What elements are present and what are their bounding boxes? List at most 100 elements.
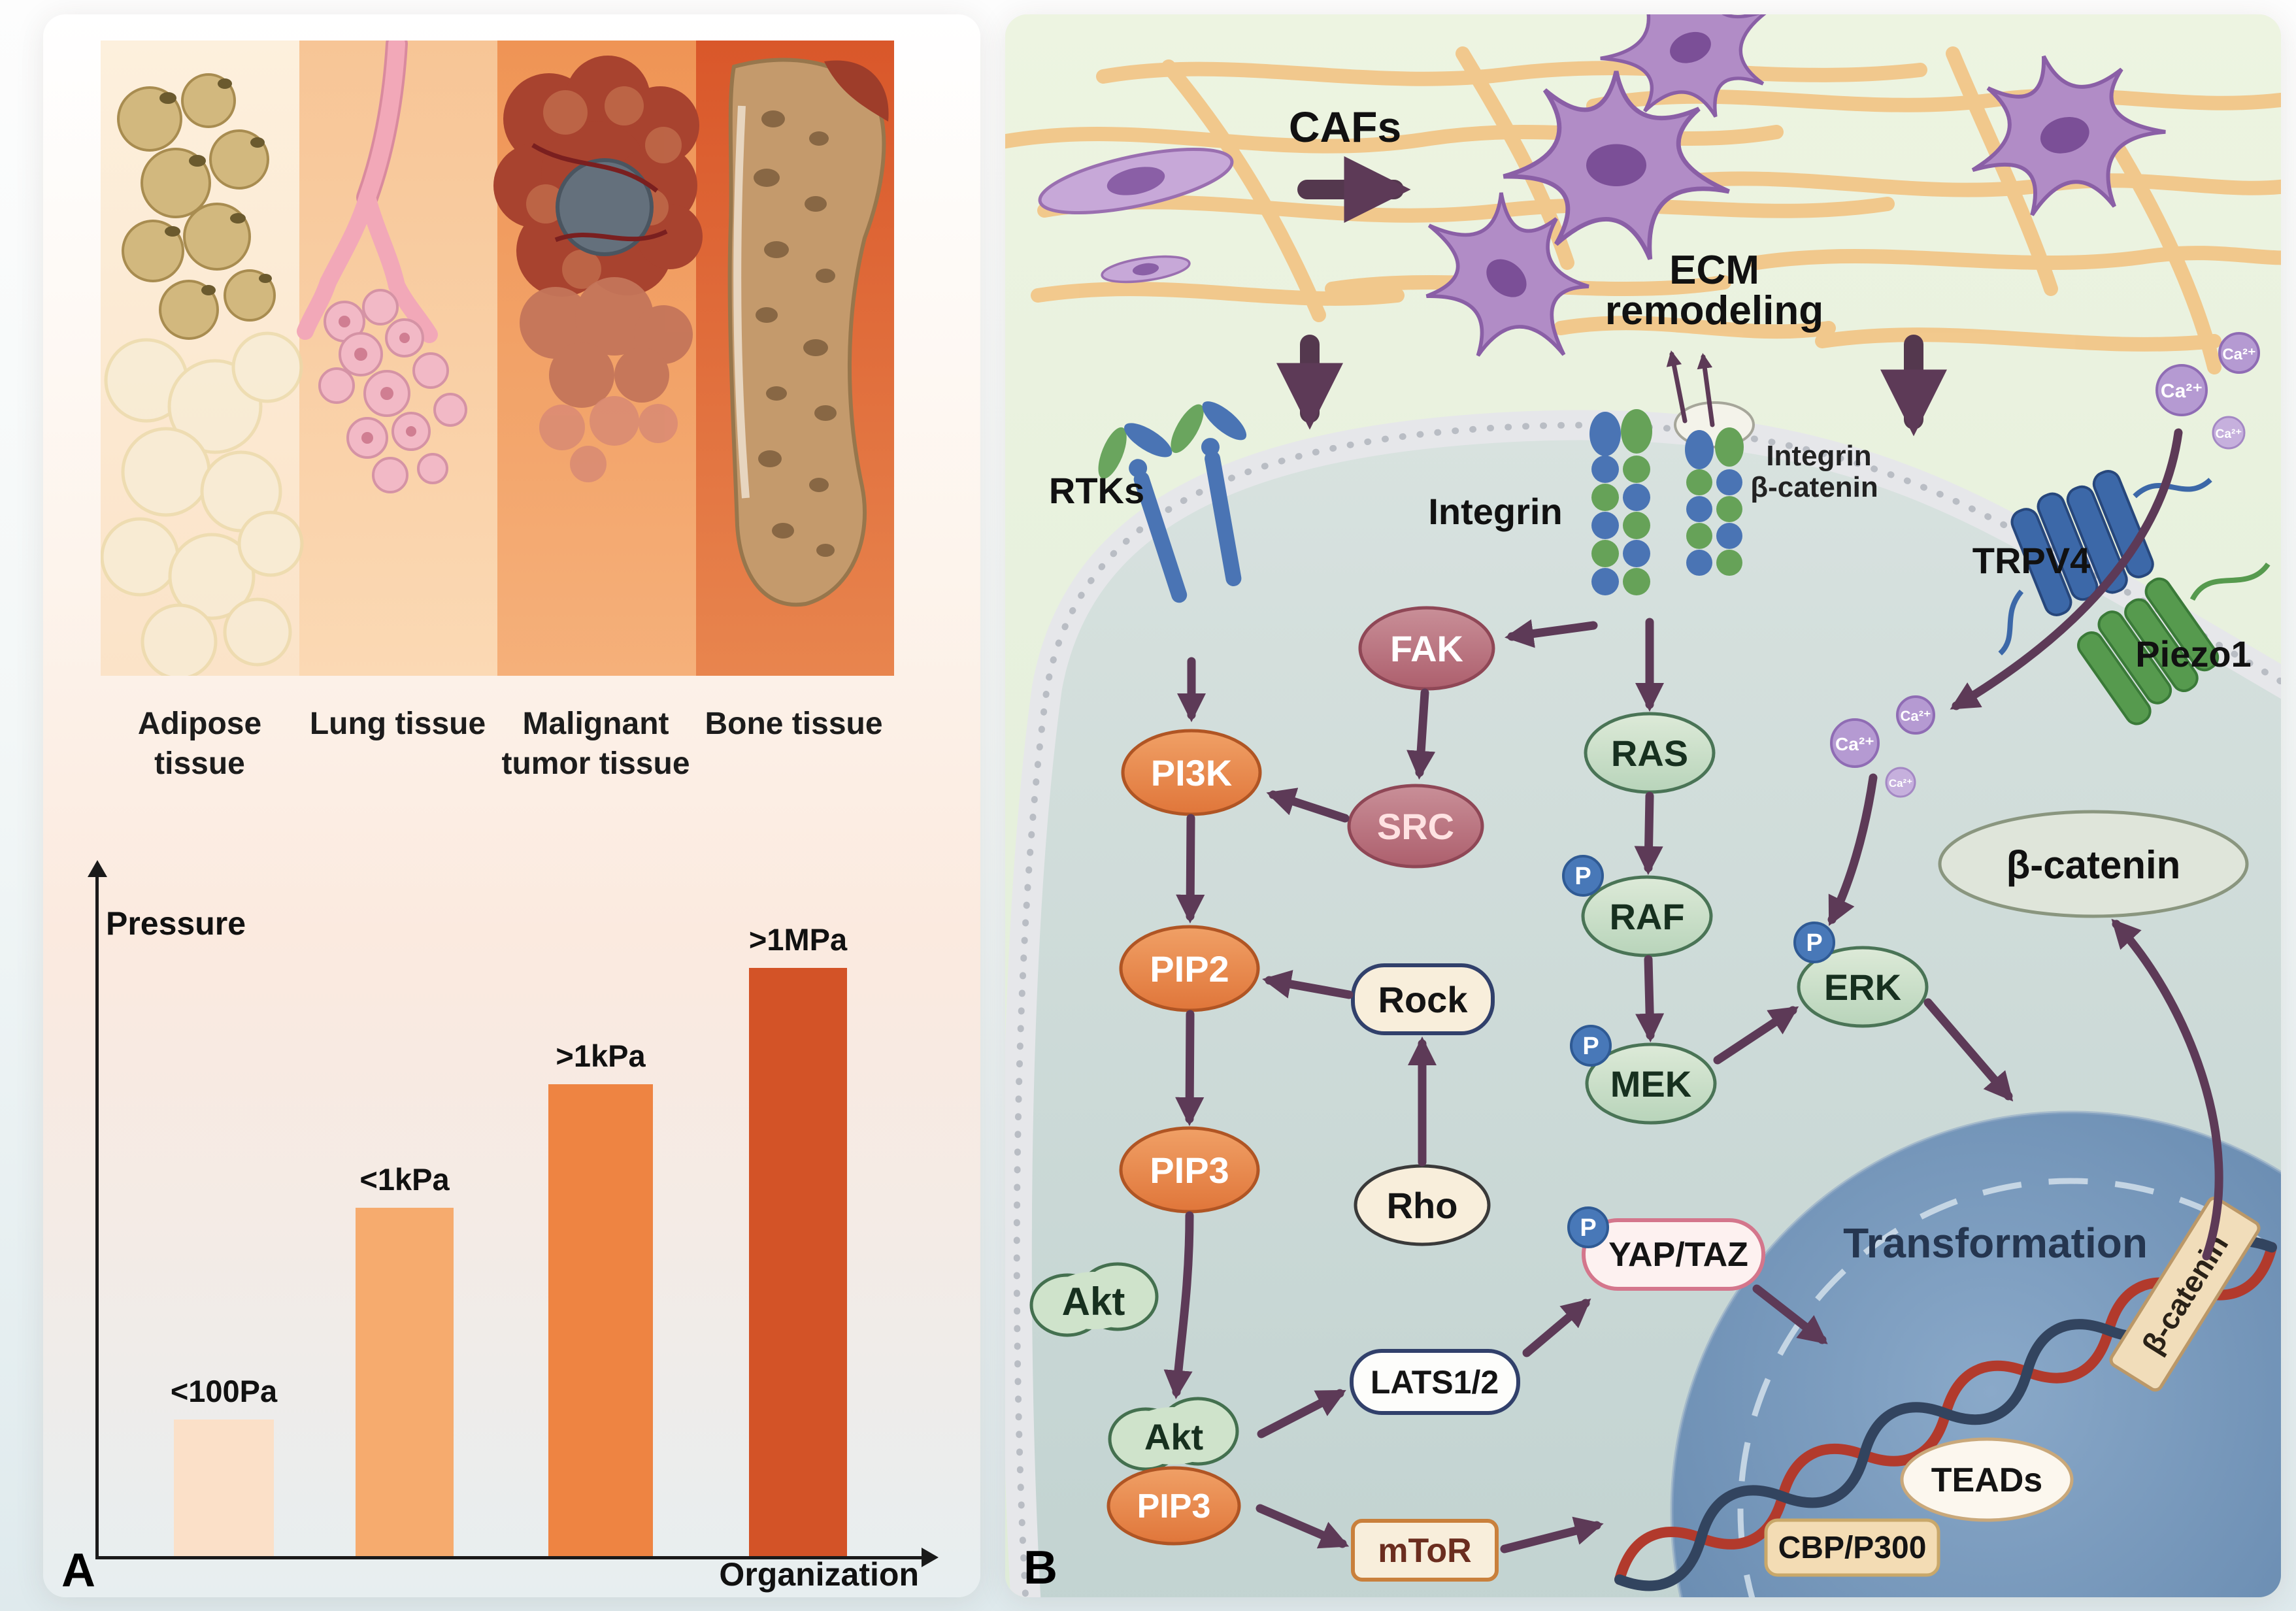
ca-label: Ca²⁺ [1900,708,1931,724]
ecm-remodeling-label-line1: ECM [1669,248,1759,293]
bar-tumor: >1kPa [548,1038,653,1556]
ca-label: Ca²⁺ [2222,346,2255,363]
panel-a-letter: A [61,1544,95,1597]
fak-node: FAK [1358,606,1495,691]
rtk-receptors [1098,401,1247,603]
tissue-strips [101,41,894,676]
tumor-core [556,158,654,256]
ecm-fiber-network [1005,46,2281,374]
pip2-label: PIP2 [1150,948,1229,989]
cbp-p300-label: CBP/P300 [1778,1531,1927,1565]
nuclear-envelope-dashed [1737,1178,2281,1597]
piezo1-channel-icon [2077,562,2271,725]
cafs-label: CAFs [1289,103,1401,151]
x-axis [95,1556,923,1559]
transformation-label: Transformation [1843,1220,2148,1267]
integrin-beta-catenin-label-line2: β-catenin [1750,471,1878,503]
integrin-receptor [1589,409,1652,595]
pip3-complex-label: PIP3 [1137,1487,1211,1525]
teads-label: TEADs [1931,1461,2042,1499]
calcium-ions-extracellular: Ca²⁺ Ca²⁺ Ca²⁺ [2155,332,2260,450]
fak-label: FAK [1390,628,1463,669]
pip3-label: PIP3 [1150,1150,1229,1191]
teads-node: TEADs [1900,1437,2074,1522]
mtor-node: mToR [1351,1519,1499,1582]
tissue-illustrations [101,41,889,676]
calcium-ions-cytoplasm: Ca²⁺ Ca²⁺ Ca²⁺ [1830,695,1935,798]
raf-node: RAF P [1562,855,1713,957]
akt-complex-label: Akt [1144,1416,1203,1457]
ca-label: Ca²⁺ [1835,734,1874,754]
bone-tissue-illustration [727,58,889,607]
integrin-beta-catenin-label-line1: Integrin [1766,440,1871,472]
pressure-bar-chart: <100Pa <1kPa >1kPa >1MPa [88,860,939,1567]
erk-label: ERK [1824,967,1901,1008]
pip3-node: PIP3 [1119,1126,1260,1214]
phospho-icon [1793,922,1835,963]
yap-taz-label: YAP/TAZ [1608,1236,1748,1274]
ras-label: RAS [1611,733,1688,774]
y-axis-label: Pressure [106,905,246,942]
x-axis-label: Organization [719,1556,919,1593]
akt-pip3-complex: Akt PIP3 [1106,1397,1241,1546]
phospho-label: P [1806,929,1822,957]
nucleus [1670,1110,2281,1597]
lung-strip-background [299,41,497,676]
lats-node: LATS1/2 [1350,1349,1520,1415]
adipose-tissue-illustration [101,73,304,676]
mek-label: MEK [1610,1063,1691,1104]
phospho-label: P [1574,863,1591,890]
tissue-label-adipose: Adipose tissue [137,706,262,782]
bar-value-bone: >1MPa [748,922,848,957]
beta-catenin-label: β-catenin [2006,843,2181,887]
ca-label: Ca²⁺ [2161,380,2203,402]
signaling-pathway-diagram: β-catenin TEADs CBP/P300 Transformation [1005,14,2281,1597]
phospho-icon [1567,1206,1609,1248]
lung-tissue-illustration [297,41,467,493]
membrane-lipid-dots [1013,422,2281,1597]
akt-node: Akt [1029,1262,1159,1337]
x-axis-arrowhead [922,1548,939,1567]
caf-cells [1038,14,2180,397]
pi3k-label: PI3K [1151,752,1233,793]
pip2-node: PIP2 [1119,925,1260,1012]
rtks-label: RTKs [1049,470,1144,511]
src-node: SRC [1347,784,1484,869]
yap-taz-node: YAP/TAZ P [1567,1206,1765,1291]
ca-label: Ca²⁺ [2216,427,2242,441]
y-axis [95,876,99,1559]
mek-node: MEK P [1570,1025,1717,1125]
bar-value-lung: <1kPa [359,1161,450,1197]
panel-b-letter: B [1023,1542,1057,1594]
bar-bone: >1MPa [749,922,847,1556]
malignant-tumor-illustration [493,56,703,482]
erk-node: ERK P [1793,922,1929,1028]
bar-value-adipose: <100Pa [170,1373,278,1408]
ecm-to-cell-arrows [1276,156,1948,437]
phospho-label: P [1582,1033,1599,1060]
mtor-label: mToR [1378,1532,1471,1570]
lats-label: LATS1/2 [1371,1364,1499,1401]
panel-a-card: Adipose tissue Lung tissue Malignant tum… [43,14,980,1597]
piezo1-label: Piezo1 [2135,633,2251,674]
bar-lung: <1kPa [356,1162,454,1556]
rock-node: Rock [1351,963,1495,1035]
tissue-label-bone: Bone tissue [705,706,883,741]
bar-adipose: <100Pa [171,1374,277,1556]
raf-label: RAF [1609,896,1684,937]
tissue-label-tumor: Malignant tumor tissue [501,706,690,782]
cbp-p300-node: CBP/P300 [1764,1518,1940,1577]
integrin-label: Integrin [1428,491,1562,532]
src-label: SRC [1377,806,1454,847]
ca-label: Ca²⁺ [1889,777,1912,789]
ecm-remodeling-label-line2: remodeling [1605,288,1823,333]
integrin-beta-catenin-receptor [1674,401,1755,576]
trpv4-label: TRPV4 [1972,540,2091,581]
pathway-arrows [1163,428,2223,1553]
phospho-icon [1570,1025,1612,1067]
beta-catenin-node: β-catenin [1938,810,2249,918]
trpv4-channel-icon [1998,470,2212,656]
tissue-label-lung: Lung tissue [309,706,486,741]
bar-value-tumor: >1kPa [556,1038,646,1074]
rho-label: Rho [1387,1185,1458,1226]
